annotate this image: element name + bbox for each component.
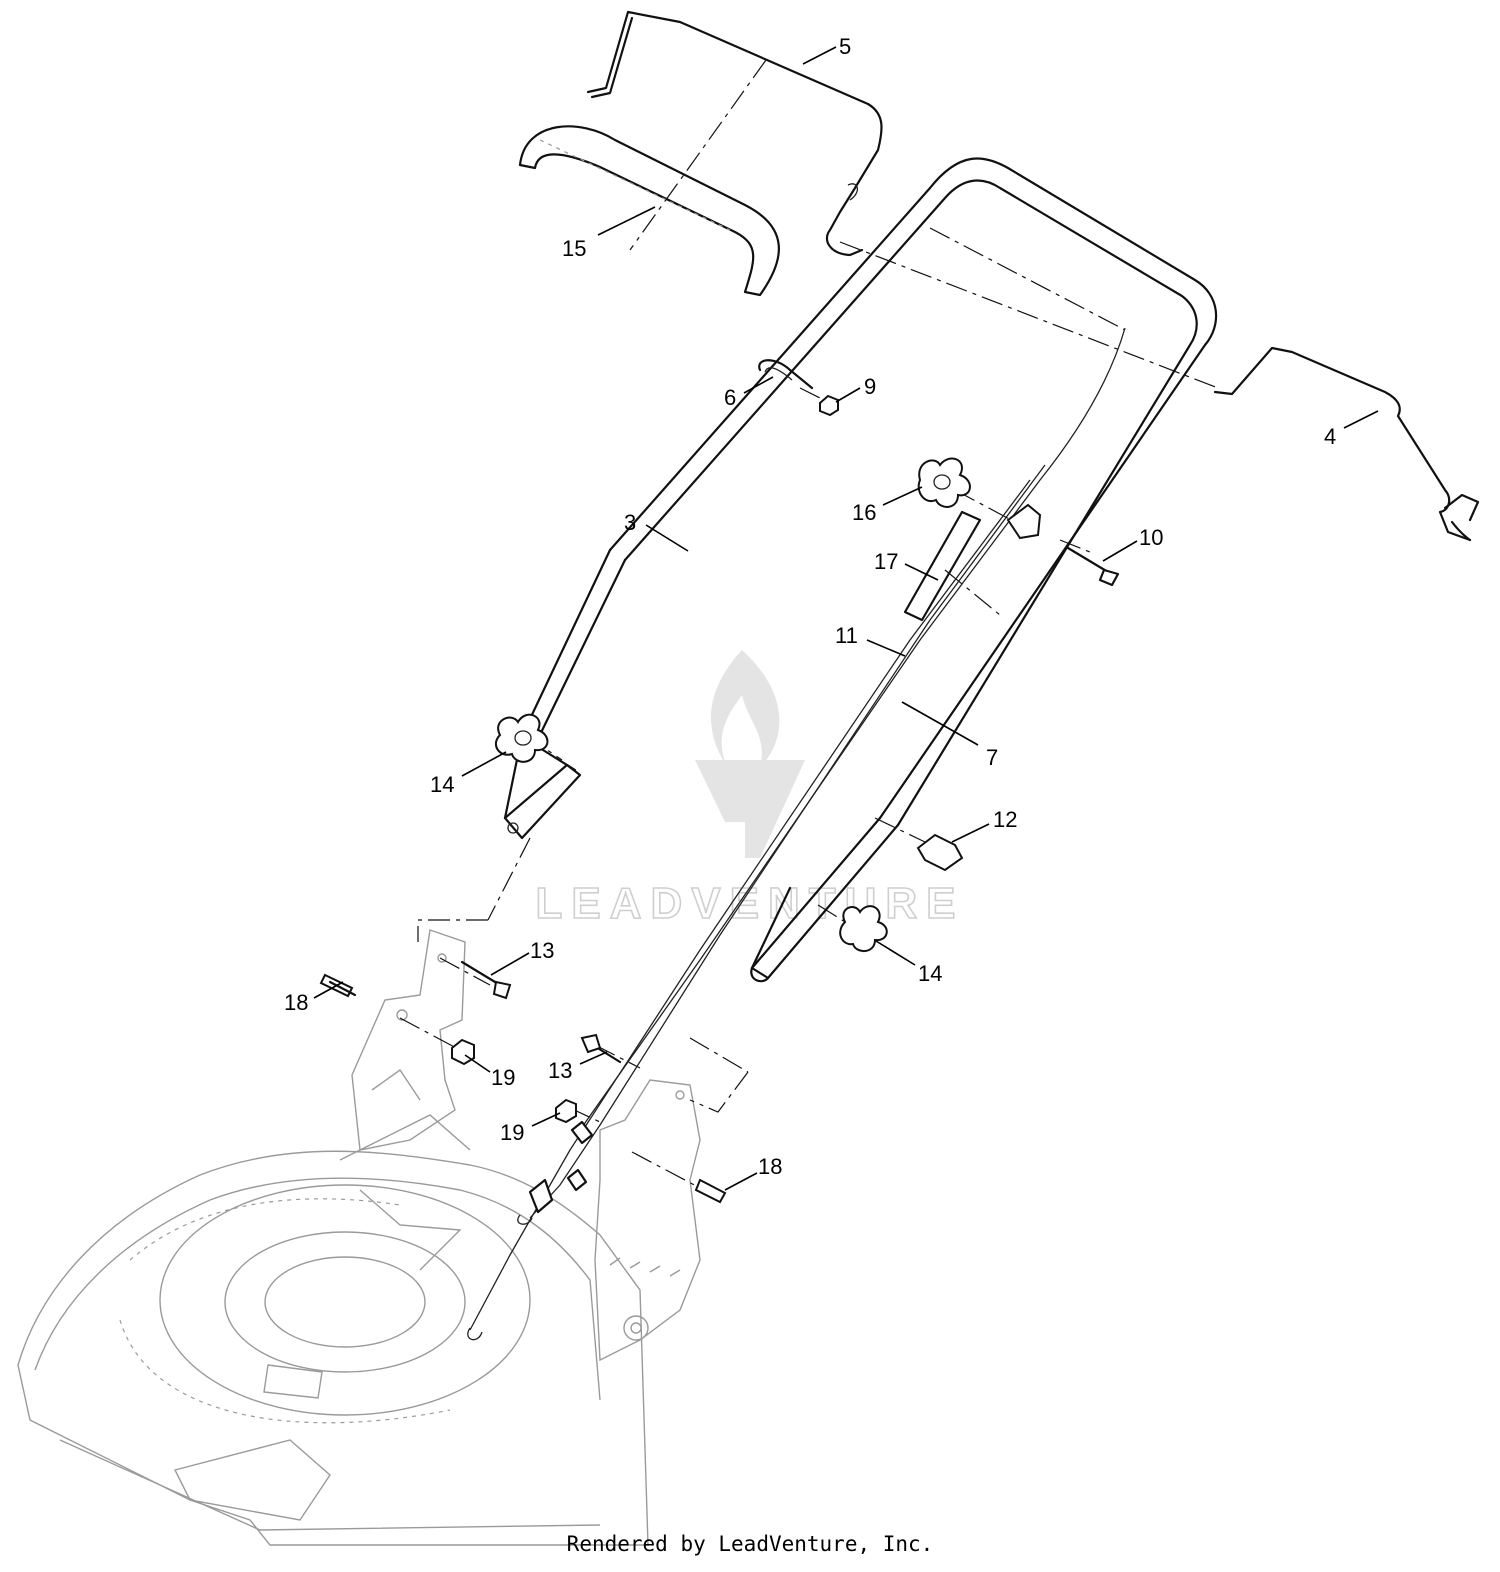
lower-handle-right	[750, 816, 900, 983]
handle-bolt	[1066, 546, 1120, 587]
handle-decal-strip	[903, 510, 982, 622]
callout-7: 7	[986, 745, 998, 770]
callout-14-right: 14	[918, 961, 942, 986]
handle-knob-left	[494, 713, 549, 763]
spacer-nut-right	[555, 1098, 577, 1124]
callout-labels: 5 15 6 9 4 3 16 10 17 11 7 14 12 13 14 1…	[284, 34, 1336, 1179]
cable-guide-knob	[917, 457, 971, 508]
foam-grip	[518, 125, 780, 297]
callout-3: 3	[624, 510, 636, 535]
left-handle-bracket	[351, 929, 466, 1151]
callout-15: 15	[562, 236, 586, 261]
callout-19-left: 19	[491, 1065, 515, 1090]
callout-11: 11	[835, 623, 858, 648]
callout-12: 12	[993, 807, 1017, 832]
pivot-bolt-right	[580, 1033, 622, 1064]
watermark-brand-text: LEADVENTURE	[535, 879, 964, 928]
lower-bail-wire	[1213, 346, 1480, 542]
handle-knob-right	[839, 905, 888, 952]
mower-deck	[17, 1114, 649, 1546]
upper-bail-wire	[586, 10, 883, 257]
right-handle-bracket	[594, 1079, 701, 1362]
callout-19-right: 19	[500, 1120, 524, 1145]
assembly-phantom-lines	[399, 59, 1219, 1189]
cable-guide-block	[916, 833, 964, 872]
callout-9: 9	[864, 374, 876, 399]
cable-tie-clip	[758, 359, 814, 390]
callout-6: 6	[724, 385, 736, 410]
callout-17: 17	[874, 549, 898, 574]
control-cables	[467, 327, 1126, 1341]
pivot-bolt-left	[460, 960, 512, 1000]
callout-10: 10	[1139, 525, 1163, 550]
callout-14-left: 14	[430, 772, 454, 797]
callout-4: 4	[1324, 424, 1336, 449]
callout-13-right: 13	[548, 1058, 572, 1083]
callout-leaders	[313, 46, 1379, 1191]
callout-18-right: 18	[758, 1154, 782, 1179]
callout-18-left: 18	[284, 990, 308, 1015]
leadventure-watermark: LEADVENTURE	[535, 650, 964, 929]
cable-clip	[1006, 503, 1042, 540]
render-credit: Rendered by LeadVenture, Inc.	[566, 1532, 934, 1556]
callout-13-left: 13	[530, 938, 554, 963]
callout-5: 5	[839, 34, 851, 59]
hex-nut-9	[819, 394, 839, 417]
main-handle-upper	[518, 157, 1218, 827]
spacer-nut-left	[451, 1038, 475, 1066]
callout-16: 16	[852, 500, 876, 525]
handle-pin-right	[694, 1178, 727, 1204]
